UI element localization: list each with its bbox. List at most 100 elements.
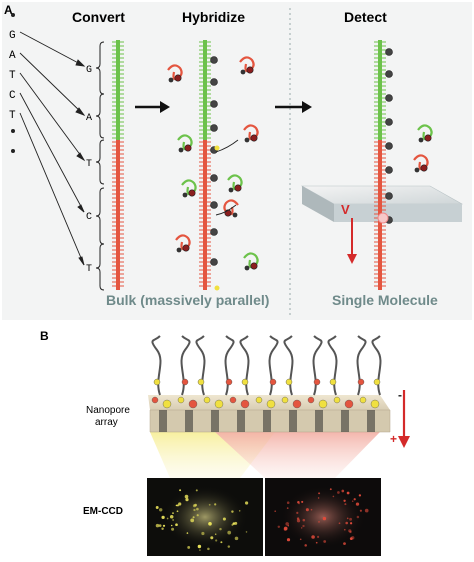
fluorescent-spot bbox=[162, 524, 166, 527]
voltage-arrow: V bbox=[341, 202, 357, 264]
plus-sign: + bbox=[390, 432, 397, 446]
fluorescent-spot bbox=[155, 523, 160, 528]
dna-strand bbox=[224, 335, 235, 396]
heading-detect: Detect bbox=[344, 9, 387, 25]
probe-fluorophore bbox=[420, 164, 428, 172]
fluorescent-spot bbox=[227, 530, 232, 535]
fluorescent-spot bbox=[274, 510, 277, 513]
dna-strand bbox=[283, 335, 294, 396]
fluorescent-spot bbox=[190, 518, 195, 523]
probe-bead bbox=[210, 201, 218, 209]
probe-quencher bbox=[232, 212, 238, 218]
strand-base-0: G bbox=[86, 65, 92, 76]
fluorescent-spot bbox=[301, 527, 303, 529]
strand-probe bbox=[313, 378, 321, 386]
fluorescent-spot bbox=[302, 518, 306, 522]
probe-hairpin bbox=[181, 179, 197, 196]
nanopore-pores bbox=[151, 396, 380, 432]
probe-bead bbox=[385, 70, 393, 78]
probe-bead bbox=[210, 258, 218, 266]
camera-label: EM-CCD bbox=[83, 506, 123, 517]
panel-b: B Nanopore array - + EM-CCD bbox=[40, 329, 410, 556]
fluorescent-spot bbox=[192, 504, 196, 508]
fluorescent-spot bbox=[207, 547, 210, 551]
fluorescent-spot bbox=[234, 536, 239, 541]
probe-quencher bbox=[176, 247, 182, 253]
strand-probe bbox=[241, 378, 249, 386]
probe-hairpin bbox=[223, 199, 239, 216]
segment-brackets bbox=[95, 41, 105, 291]
yellow-glow bbox=[161, 485, 249, 549]
pore-probe bbox=[203, 396, 211, 404]
fluorescent-spot bbox=[364, 508, 369, 513]
dna-strand bbox=[239, 335, 250, 396]
fluorescent-spot bbox=[302, 524, 305, 528]
fluorescent-spot bbox=[346, 491, 350, 495]
base-2: T bbox=[9, 70, 16, 82]
fluorescent-spot bbox=[358, 494, 362, 497]
fluorescent-spot bbox=[338, 522, 341, 525]
fluorescent-spot bbox=[286, 538, 291, 542]
footer-bulk: Bulk (massively parallel) bbox=[106, 292, 269, 308]
fluorescent-spot bbox=[172, 519, 174, 521]
fluorescent-spot bbox=[161, 515, 165, 520]
fluorescent-spot bbox=[231, 510, 234, 513]
array-voltage-arrow: - + bbox=[390, 388, 410, 448]
probe-bead bbox=[210, 56, 218, 64]
fluorescent-spot bbox=[179, 489, 182, 492]
probe-bead bbox=[385, 118, 393, 126]
probe-hairpin bbox=[243, 252, 259, 269]
probe-quencher bbox=[168, 77, 174, 83]
fluorescent-spot bbox=[344, 503, 347, 506]
pore-probe bbox=[151, 396, 159, 404]
probe-hairpin bbox=[417, 124, 433, 141]
pore-probe bbox=[281, 396, 289, 404]
base-ellipsis-2 bbox=[11, 149, 15, 153]
probe-fluorophore bbox=[424, 134, 432, 142]
probe-quencher bbox=[414, 167, 420, 173]
fluorescent-spot bbox=[315, 541, 318, 544]
fluorescent-spot bbox=[219, 527, 222, 531]
pore-probe bbox=[255, 396, 263, 404]
strand-probe bbox=[269, 378, 277, 386]
array-label-line1: Nanopore bbox=[86, 405, 130, 416]
fluorescent-spot bbox=[196, 507, 199, 511]
probe-fluorophore bbox=[174, 74, 182, 82]
probe-quencher bbox=[178, 147, 184, 153]
fluorescent-spot bbox=[245, 501, 249, 505]
membrane bbox=[300, 185, 464, 222]
strand-probe bbox=[373, 378, 381, 386]
base-ellipsis-1 bbox=[11, 129, 15, 133]
fluorescent-spot bbox=[187, 545, 191, 549]
fluorescent-spot bbox=[196, 514, 199, 517]
minus-sign: - bbox=[398, 388, 402, 402]
pore-probe bbox=[229, 396, 237, 404]
pore-probe bbox=[292, 399, 302, 409]
pore bbox=[289, 410, 297, 432]
fluorescent-spot bbox=[345, 521, 349, 525]
yellow-marker bbox=[214, 285, 220, 291]
pore bbox=[263, 410, 271, 432]
probe-bead bbox=[385, 94, 393, 102]
dna-strand bbox=[312, 335, 323, 396]
probe-fluorophore bbox=[182, 244, 190, 252]
probe-quencher bbox=[228, 187, 234, 193]
fluorescent-spot bbox=[341, 489, 345, 493]
red-glow bbox=[279, 485, 367, 549]
detect-strand bbox=[374, 40, 393, 290]
fluorescent-spot bbox=[220, 541, 223, 544]
dna-strand bbox=[371, 335, 382, 396]
fluorescent-spot bbox=[166, 517, 169, 520]
probe-quencher bbox=[240, 69, 246, 75]
pore-probe bbox=[359, 396, 367, 404]
panel-b-label: B bbox=[40, 329, 49, 343]
strand-probe bbox=[153, 378, 161, 386]
fluorescent-spot bbox=[169, 514, 174, 519]
fluorescent-spot bbox=[192, 516, 195, 519]
footer-single-molecule: Single Molecule bbox=[332, 292, 438, 308]
panel-a: A Convert Hybridize Detect G A T C T bbox=[2, 2, 472, 320]
base-ellipsis-top bbox=[11, 13, 15, 17]
fluorescent-spot bbox=[346, 517, 349, 520]
strand-base-3: C bbox=[86, 212, 92, 223]
